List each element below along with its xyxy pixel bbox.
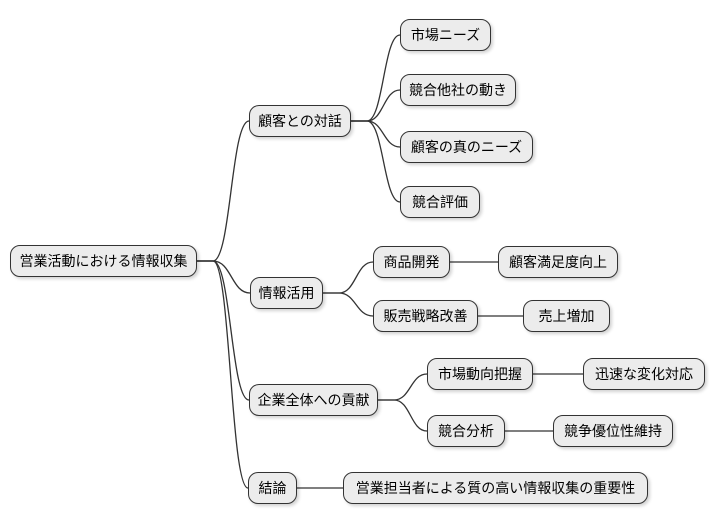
node-true-customer-needs: 顧客の真のニーズ (400, 131, 533, 163)
node-info-utilization: 情報活用 (250, 277, 323, 309)
node-conclusion-detail: 営業担当者による質の高い情報収集の重要性 (343, 472, 648, 504)
node-customer-satisfaction: 顧客満足度向上 (498, 246, 618, 278)
edge-root-to-customer-dialogue (197, 120, 250, 262)
edge-root-to-conclusion (197, 260, 249, 489)
node-customer-dialogue: 顧客との対話 (249, 105, 351, 137)
edge-info-utilization-to-product-development (323, 261, 374, 294)
node-competitor-evaluation: 競合評価 (400, 186, 480, 218)
node-competitive-advantage: 競争優位性維持 (553, 415, 673, 447)
edge-customer-dialogue-to-market-needs (351, 34, 401, 122)
edge-info-utilization-to-sales-strategy (323, 292, 374, 317)
node-competitive-analysis: 競合分析 (427, 415, 505, 447)
edge-root-to-company-contribution (197, 260, 250, 401)
edge-customer-dialogue-to-competitor-moves (351, 89, 401, 122)
node-sales-increase: 売上増加 (523, 300, 610, 332)
edge-root-to-info-utilization (197, 260, 251, 294)
node-market-needs: 市場ニーズ (400, 19, 491, 51)
node-rapid-change-response: 迅速な変化対応 (583, 358, 705, 390)
node-sales-strategy: 販売戦略改善 (373, 300, 478, 332)
node-conclusion: 結論 (248, 472, 297, 504)
node-competitor-moves: 競合他社の動き (400, 74, 516, 106)
node-root: 営業活動における情報収集 (10, 245, 197, 277)
edge-customer-dialogue-to-true-customer-needs (351, 120, 401, 148)
node-company-contribution: 企業全体への貢献 (249, 384, 378, 416)
node-market-trend-grasp: 市場動向把握 (427, 358, 533, 390)
node-product-development: 商品開発 (373, 246, 450, 278)
edge-customer-dialogue-to-competitor-evaluation (351, 120, 401, 203)
edge-company-contribution-to-market-trend-grasp (378, 373, 428, 401)
edge-company-contribution-to-competitive-analysis (378, 399, 428, 432)
